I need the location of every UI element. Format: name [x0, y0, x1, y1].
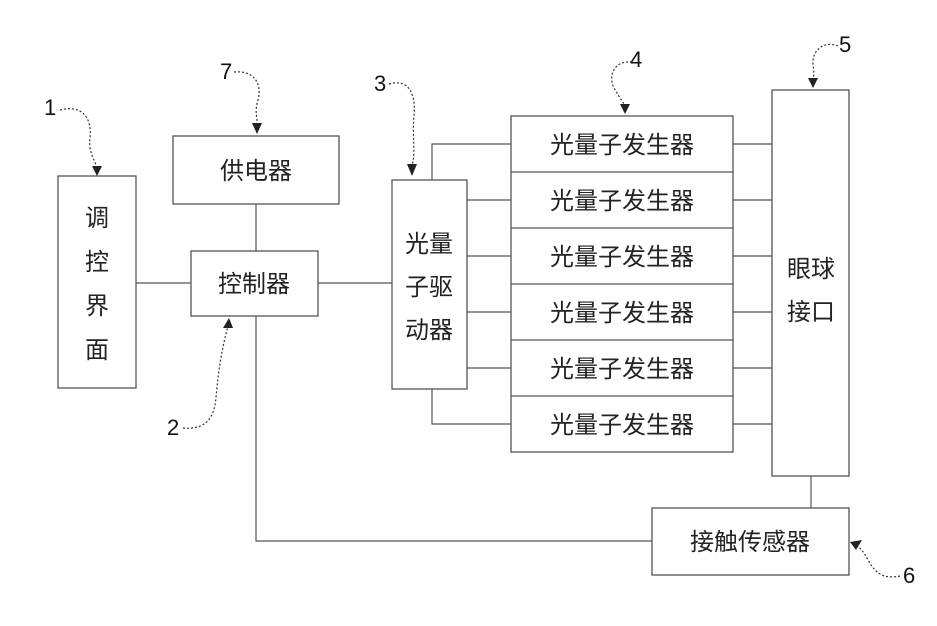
ref-number: 1	[44, 95, 56, 120]
contact-sensor-block: 接触传感器	[652, 508, 849, 575]
leader-arrowhead	[407, 164, 417, 176]
driver-block: 光量 子驱 动器	[392, 180, 467, 389]
generator-label: 光量子发生器	[550, 131, 694, 159]
eye-interface-label-line: 接口	[787, 298, 835, 326]
ref-number: 7	[220, 59, 232, 84]
leader-line	[183, 326, 228, 428]
eye-interface-label-line: 眼球	[787, 255, 835, 283]
leader-line	[612, 62, 632, 106]
generator-label: 光量子发生器	[550, 187, 694, 215]
leader-arrowhead	[252, 123, 262, 134]
control-interface-char: 控	[85, 248, 109, 276]
ref-number: 4	[630, 47, 642, 72]
leader-line	[389, 83, 414, 166]
eye-interface-block: 眼球 接口	[772, 90, 849, 476]
control-interface-char: 界	[85, 292, 109, 320]
wire-driver-top	[432, 144, 511, 180]
power-supply-block: 供电器	[173, 136, 339, 204]
driver-label-line: 子驱	[405, 273, 453, 301]
driver-label-line: 光量	[405, 230, 453, 258]
leader-arrowhead	[223, 318, 233, 328]
generator-stack: 光量子发生器 光量子发生器 光量子发生器 光量子发生器 光量子发生器 光量子发生…	[511, 116, 733, 452]
generator-label: 光量子发生器	[550, 411, 694, 439]
contact-sensor-label: 接触传感器	[690, 528, 810, 556]
ref-number: 6	[903, 563, 915, 588]
leader-line	[60, 109, 97, 168]
ref-number: 3	[374, 71, 386, 96]
controller-label: 控制器	[218, 270, 290, 298]
controller-block: 控制器	[191, 251, 318, 316]
ref-number: 2	[167, 415, 179, 440]
leader-line	[858, 546, 900, 577]
control-interface-char: 面	[85, 336, 109, 364]
leader-line	[813, 44, 838, 78]
wire-driver-bottom	[432, 389, 511, 424]
control-interface-char: 调	[85, 204, 109, 232]
leader-arrowhead	[808, 78, 818, 88]
leader-arrowhead	[92, 166, 102, 176]
driver-label-line: 动器	[405, 316, 453, 344]
generator-label: 光量子发生器	[550, 243, 694, 271]
leader-arrowhead	[620, 104, 630, 114]
generator-label: 光量子发生器	[550, 299, 694, 327]
generator-label: 光量子发生器	[550, 355, 694, 383]
leader-line	[234, 72, 259, 124]
control-interface-block: 调 控 界 面	[58, 176, 136, 388]
ref-number: 5	[839, 32, 851, 57]
power-supply-label: 供电器	[220, 157, 292, 185]
